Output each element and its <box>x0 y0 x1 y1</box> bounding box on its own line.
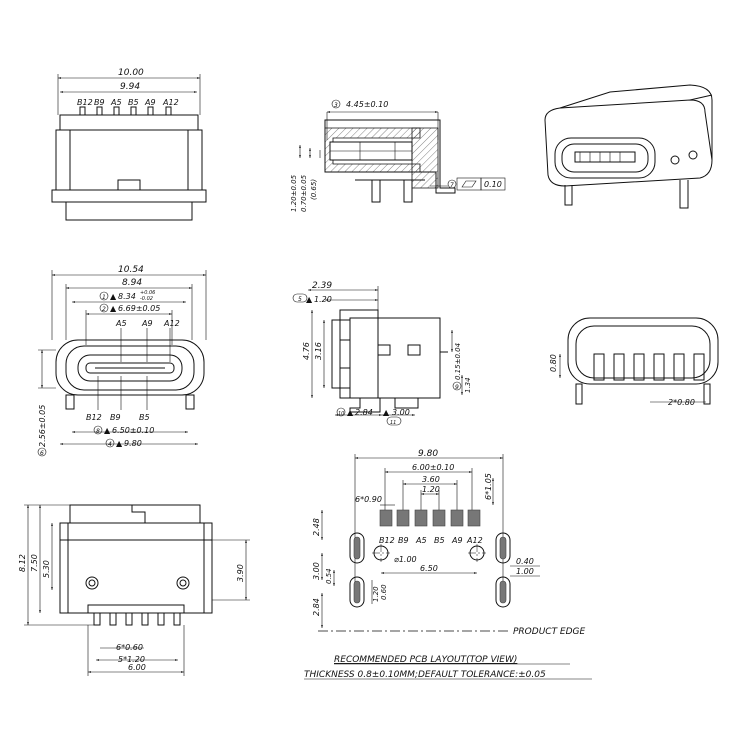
dim-h3: 0.15±0.04 <box>454 343 462 380</box>
pcb-pads <box>379 509 481 527</box>
dim-h4: 3.90 <box>236 564 245 582</box>
view-top-front: 10.00 9.94 B12 B9 A5 B5 A9 A12 <box>51 68 207 221</box>
dim-w2: 1.20 <box>314 295 332 304</box>
dim-inner2: 1.20 <box>422 485 440 494</box>
view-bottom: 8.12 7.50 5.30 3.90 6*0.60 5*1.20 6.00 <box>18 504 250 676</box>
pin-label: B5 <box>434 536 445 545</box>
pin-label: A5 <box>115 319 127 328</box>
svg-text:1: 1 <box>102 294 106 301</box>
dim-h3: (0.65) <box>310 179 318 200</box>
svg-text:6: 6 <box>40 450 44 457</box>
view-side-section: 3 4.45±0.10 1.20±0.05 0.70±0.05 (0.65) 7 <box>290 99 506 212</box>
dim-pitch: 2*0.80 <box>668 398 695 407</box>
svg-text:3: 3 <box>334 102 338 109</box>
pin-label: A9 <box>451 536 463 545</box>
svg-text:5: 5 <box>298 296 302 303</box>
pin-label: A12 <box>162 98 179 107</box>
svg-text:+0.06: +0.06 <box>140 290 155 296</box>
svg-text:▲: ▲ <box>110 304 117 313</box>
dim-height: 2.56±0.05 <box>38 405 47 447</box>
dim-y4: 2.84 <box>312 598 321 616</box>
dim-slot-w: 0.40 <box>516 557 534 566</box>
dim-height: 0.80 <box>549 354 558 372</box>
dim-inner1: 3.60 <box>422 475 440 484</box>
pin-label: B5 <box>128 98 139 107</box>
pin-labels: B12 B9 A5 B5 A9 A12 <box>77 98 179 107</box>
view-rear: 0.80 2*0.80 <box>549 317 719 407</box>
pcb-layout-note: THICKNESS 0.8±0.10MM;DEFAULT TOLERANCE:±… <box>304 670 546 680</box>
dim-hole: ⌀1.00 <box>394 555 417 564</box>
pin-label: B9 <box>94 98 105 107</box>
dim-b2: 3.00 <box>392 408 410 417</box>
pin-label: B12 <box>77 98 93 107</box>
pin-label: A12 <box>466 536 483 545</box>
svg-text:▲: ▲ <box>104 426 111 435</box>
dim-overall: 10.00 <box>118 68 144 78</box>
svg-text:7: 7 <box>450 182 454 189</box>
dim-width2: 8.94 <box>122 278 142 288</box>
dim-slot-v1: 1.20 <box>372 586 380 602</box>
dim-depth: 4.45±0.10 <box>346 100 388 109</box>
product-edge-label: PRODUCT EDGE <box>513 627 586 637</box>
pin-label: A12 <box>163 319 180 328</box>
view-side: 2.39 5 ▲ 1.20 4.76 3.16 9 0.15±0.04 1.34 <box>292 281 472 426</box>
view-front: 10.54 8.94 1 ▲ 8.34 +0.06 -0.02 2 ▲ 6.69… <box>37 265 207 457</box>
svg-text:8: 8 <box>96 428 100 435</box>
svg-text:▲: ▲ <box>306 295 313 304</box>
svg-text:11: 11 <box>390 420 396 426</box>
dim-slot-l: 1.00 <box>516 567 534 576</box>
pin-label: A5 <box>110 98 122 107</box>
dim-pitch1: 6*0.60 <box>116 643 143 652</box>
dim-h1: 4.76 <box>302 342 311 360</box>
dim-pad-l: 6*1.05 <box>484 473 493 500</box>
pin-label: A5 <box>415 536 427 545</box>
dim-foot: 9.80 <box>124 439 142 448</box>
dim-spacing: 6.50 <box>420 564 438 573</box>
svg-text:2: 2 <box>102 306 106 313</box>
dim-h1: 1.20±0.05 <box>290 174 298 212</box>
dim-pad-w: 6*0.90 <box>355 495 382 504</box>
svg-text:10: 10 <box>338 411 344 417</box>
pin-label: B12 <box>86 413 102 422</box>
svg-text:-0.02: -0.02 <box>140 296 153 302</box>
svg-text:9: 9 <box>455 384 459 391</box>
dim-y2: 3.00 <box>312 562 321 580</box>
dim-y3: 0.54 <box>325 568 333 584</box>
svg-text:4: 4 <box>108 441 112 448</box>
view-isometric <box>544 84 713 209</box>
dim-h2: 7.50 <box>30 554 39 572</box>
pin-label: A9 <box>144 98 156 107</box>
svg-text:▲: ▲ <box>383 408 390 417</box>
svg-text:▲: ▲ <box>116 439 123 448</box>
pin-label: A9 <box>141 319 153 328</box>
dim-y1: 2.48 <box>312 518 321 536</box>
dim-b1: 2.84 <box>355 408 373 417</box>
dim-w1: 2.39 <box>312 281 332 291</box>
pin-label: B12 <box>379 536 395 545</box>
pcb-layout-title: RECOMMENDED PCB LAYOUT(TOP VIEW) <box>334 655 517 665</box>
dim-h1: 8.12 <box>18 554 27 572</box>
dim-h2: 3.16 <box>314 342 323 360</box>
dim-inner2: 6.69±0.05 <box>118 304 160 313</box>
dim-width: 6.00 <box>128 663 146 672</box>
dim-flatness: 0.10 <box>484 180 502 189</box>
dim-h2: 0.70±0.05 <box>300 174 308 212</box>
svg-text:▲: ▲ <box>347 408 354 417</box>
dim-pitch: 6.50±0.10 <box>112 426 154 435</box>
dim-h3: 5.30 <box>42 560 51 578</box>
dim-pitch2: 5*1.20 <box>118 655 145 664</box>
pin-label: B5 <box>139 413 150 422</box>
dim-h4: 1.34 <box>464 377 472 393</box>
view-pcb-layout: 9.80 6.00±0.10 3.60 1.20 6*0.90 6*1.05 B… <box>304 449 592 680</box>
dim-pads: 6.00±0.10 <box>412 463 454 472</box>
dim-inner: 9.94 <box>120 82 140 92</box>
dim-overall: 9.80 <box>418 449 438 459</box>
dim-overall: 10.54 <box>118 265 144 275</box>
pin-label: B9 <box>110 413 121 422</box>
pin-label: B9 <box>398 536 409 545</box>
dim-inner: 8.34 <box>118 292 136 301</box>
dim-slot-v2: 0.60 <box>380 584 388 600</box>
svg-text:▲: ▲ <box>110 292 117 301</box>
